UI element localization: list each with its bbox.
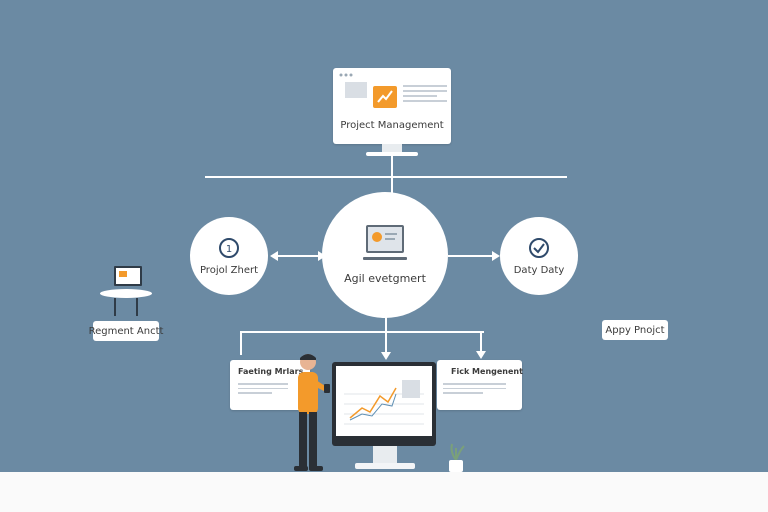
right-card: Fick Mengenent — [437, 360, 523, 410]
laptop-base — [363, 257, 407, 260]
left-card-title: Faeting Mrlars — [238, 367, 304, 376]
chart-icon — [373, 86, 397, 108]
top-node-label: Project Management — [340, 120, 444, 131]
bottom-monitor — [332, 362, 436, 446]
laptop-icon — [366, 225, 404, 253]
left-tag: Regment Anctt — [89, 321, 163, 341]
left-node-label: Projol Zhert — [199, 264, 259, 276]
bottom-monitor-stand — [373, 446, 397, 464]
browser-dots-icon — [339, 73, 353, 77]
table-leg-left — [114, 298, 116, 316]
arrowhead-left — [270, 251, 278, 261]
line-chart-icon — [344, 380, 424, 425]
right-node-label: Daty Daty — [513, 264, 565, 276]
connector-bottom-right — [480, 331, 482, 355]
svg-text:1: 1 — [226, 244, 232, 255]
plant-icon — [449, 443, 465, 472]
center-node: Agil evetgmert — [322, 192, 448, 318]
arrowhead-bottom-right — [476, 351, 486, 359]
connector-bottom-horizontal — [240, 331, 484, 333]
checkmark-icon — [529, 237, 549, 258]
connector-top-horizontal — [205, 176, 567, 178]
text-lines-icon — [403, 82, 447, 105]
left-card-lines — [230, 380, 296, 397]
connector-right-arrow — [448, 255, 494, 257]
right-node: Daty Daty — [500, 217, 578, 295]
arrowhead-bottom-center — [381, 352, 391, 360]
round-table-top — [100, 289, 152, 298]
right-card-lines — [437, 380, 512, 397]
bottom-monitor-screen — [336, 366, 432, 436]
monitor-stand — [382, 144, 402, 152]
connector-bottom-center — [385, 316, 387, 356]
left-node: 1 Projol Zhert — [190, 217, 268, 295]
right-card-title: Fick Mengenent — [451, 367, 523, 376]
left-card: Faeting Mrlars — [230, 360, 310, 410]
clock-one-icon: 1 — [219, 237, 239, 258]
placeholder-image — [345, 82, 367, 98]
monitor-base — [366, 152, 418, 156]
arrowhead-right — [492, 251, 500, 261]
table-leg-right — [136, 298, 138, 316]
small-laptop — [114, 266, 142, 286]
person-illustration — [294, 354, 330, 471]
connector-top-down — [391, 156, 393, 194]
connector-left-arrow — [274, 255, 322, 257]
bottom-monitor-base — [355, 463, 415, 469]
center-node-label: Agil evetgmert — [344, 272, 426, 285]
floor — [0, 472, 768, 512]
top-node-monitor: Project Management — [333, 68, 451, 144]
connector-bottom-left — [240, 331, 242, 355]
right-tag: Appy Pnojct — [602, 320, 668, 340]
